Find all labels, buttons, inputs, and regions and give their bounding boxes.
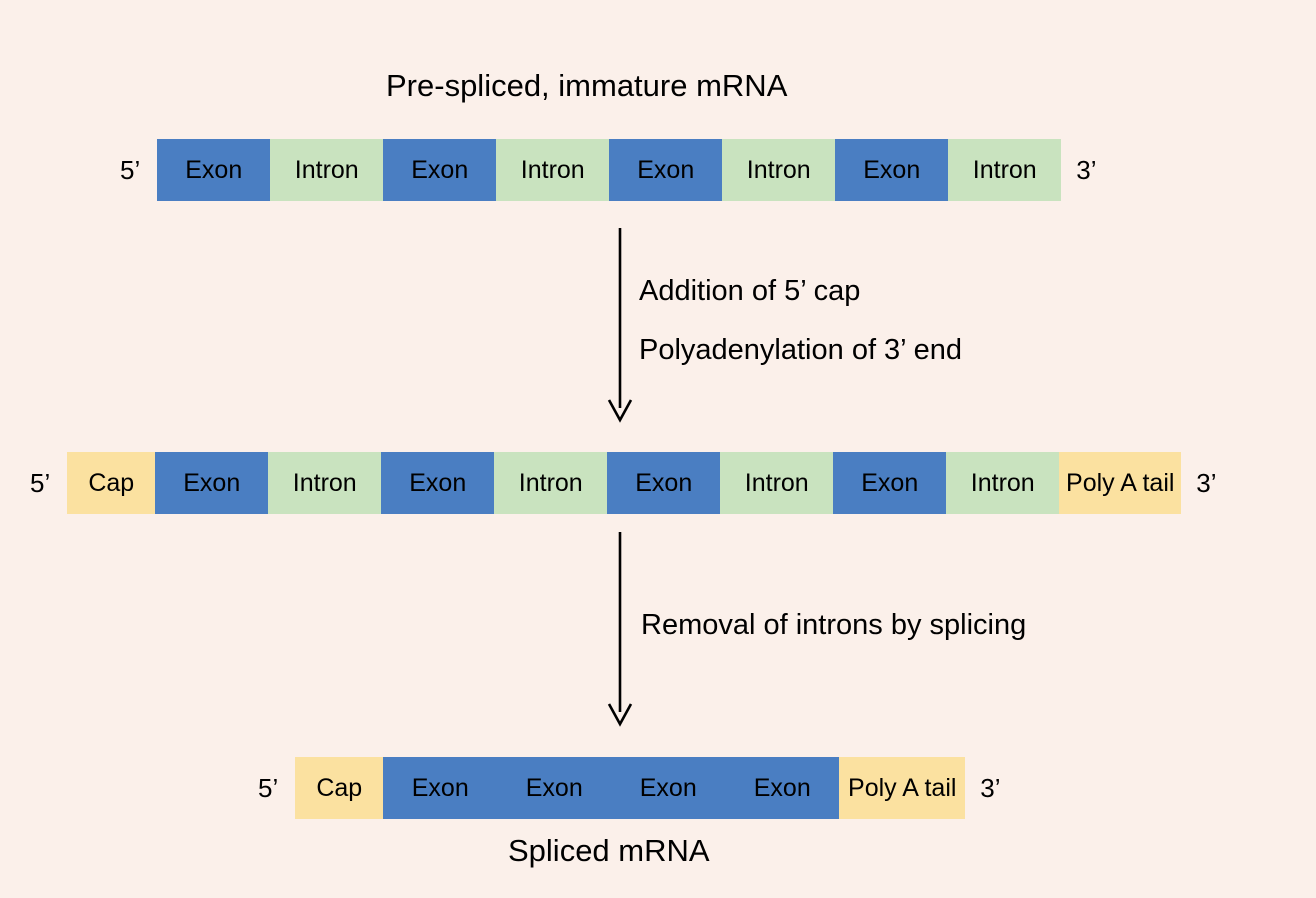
- page-title-spliced: Spliced mRNA: [508, 833, 710, 868]
- segment-intron: Intron: [270, 139, 384, 201]
- segment-exon: Exon: [155, 452, 269, 514]
- pre-spliced-five-prime-label: 5’: [120, 155, 141, 185]
- segment-polya: Poly A tail: [839, 757, 966, 819]
- segment-exon: Exon: [835, 139, 949, 201]
- step-splicing-line-1: Removal of introns by splicing: [641, 609, 1027, 641]
- segment-intron: Intron: [268, 452, 382, 514]
- capped-five-prime-label: 5’: [30, 468, 51, 498]
- segment-exon: Exon: [611, 757, 726, 819]
- spliced-five-prime-label: 5’: [258, 773, 279, 803]
- segment-exon: Exon: [383, 757, 498, 819]
- step-capping-line-2: Polyadenylation of 3’ end: [639, 334, 962, 366]
- segment-intron: Intron: [496, 139, 610, 201]
- segment-exon: Exon: [381, 452, 495, 514]
- page-title-pre-spliced: Pre-spliced, immature mRNA: [386, 68, 788, 103]
- segment-cap: Cap: [295, 757, 384, 819]
- segment-intron: Intron: [494, 452, 608, 514]
- segment-polya: Poly A tail: [1059, 452, 1182, 514]
- segment-intron: Intron: [722, 139, 836, 201]
- segment-exon: Exon: [607, 452, 721, 514]
- segment-intron: Intron: [948, 139, 1062, 201]
- segment-exon: Exon: [609, 139, 723, 201]
- pre-spliced-three-prime-label: 3’: [1076, 155, 1097, 185]
- segment-intron: Intron: [720, 452, 834, 514]
- process-arrow-splicing: [600, 532, 640, 727]
- spliced-three-prime-label: 3’: [980, 773, 1001, 803]
- segment-cap: Cap: [67, 452, 156, 514]
- segment-exon: Exon: [383, 139, 497, 201]
- segment-exon: Exon: [157, 139, 271, 201]
- step-capping-line-1: Addition of 5’ cap: [639, 275, 861, 307]
- segment-intron: Intron: [946, 452, 1060, 514]
- capped-three-prime-label: 3’: [1196, 468, 1217, 498]
- segment-exon: Exon: [725, 757, 840, 819]
- segment-exon: Exon: [833, 452, 947, 514]
- process-arrow-capping: [600, 228, 640, 423]
- segment-exon: Exon: [497, 757, 612, 819]
